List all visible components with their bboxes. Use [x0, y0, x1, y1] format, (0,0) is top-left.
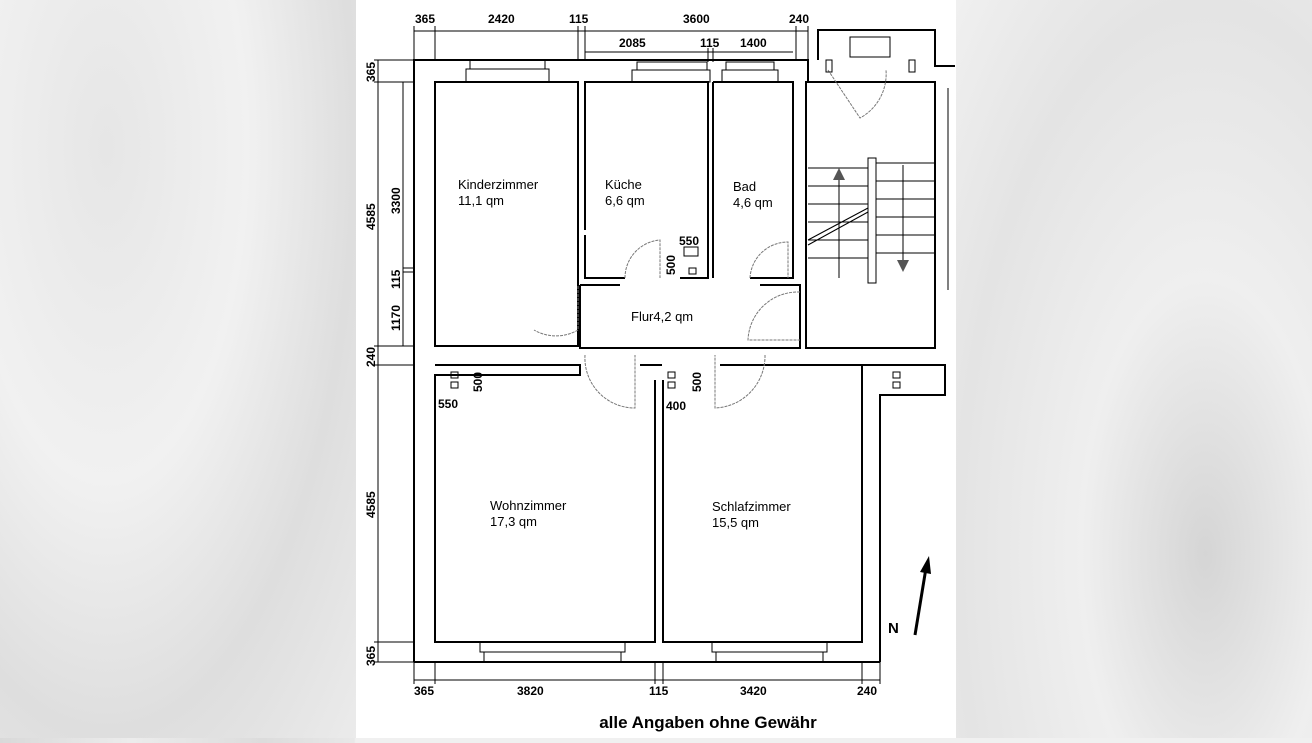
room-area-wohnzimmer: 17,3 qm [490, 514, 537, 529]
arrow-down-icon [897, 260, 909, 272]
dim-left: 4585 [364, 491, 378, 518]
disclaimer: alle Angaben ohne Gewähr [599, 713, 817, 732]
dim-inner: 400 [666, 399, 686, 413]
dim-top: 3600 [683, 12, 710, 26]
room-labels: Kinderzimmer 11,1 qm Küche 6,6 qm Bad 4,… [458, 177, 791, 530]
dim-top: 2085 [619, 36, 646, 50]
north-label: N [888, 620, 899, 637]
north-arrow-icon [913, 556, 931, 636]
room-area-bad: 4,6 qm [733, 195, 773, 210]
dim-bottom: 3420 [740, 684, 767, 698]
floor-plan: 365 2420 115 3600 240 2085 115 1400 365 … [356, 0, 956, 738]
dim-top: 115 [700, 36, 720, 50]
dim-top: 115 [569, 12, 589, 26]
dim-top: 240 [789, 12, 809, 26]
arrow-up-icon [833, 168, 845, 180]
floor-plan-drawing: 365 2420 115 3600 240 2085 115 1400 365 … [364, 12, 955, 732]
room-name-bad: Bad [733, 179, 756, 194]
dim-bottom: 240 [857, 684, 877, 698]
room-area-schlafzimmer: 15,5 qm [712, 515, 759, 530]
dim-inner: 550 [438, 397, 458, 411]
vent-shafts [450, 246, 901, 389]
stairwell [805, 81, 936, 349]
dim-bottom: 115 [649, 684, 669, 698]
dim-left: 365 [364, 646, 378, 666]
walls [413, 29, 955, 663]
staircase [807, 157, 935, 284]
windows [465, 59, 828, 663]
dimension-lines [374, 26, 881, 684]
dim-top: 2420 [488, 12, 515, 26]
dim-top: 365 [415, 12, 435, 26]
dim-bottom: 365 [414, 684, 434, 698]
dim-left-inner: 1170 [389, 305, 403, 331]
room-name-wohnzimmer: Wohnzimmer [490, 498, 567, 513]
dim-top: 1400 [740, 36, 767, 50]
blurred-background-right [956, 0, 1312, 738]
dim-inner: 550 [679, 234, 699, 248]
dim-left: 4585 [364, 203, 378, 230]
room-name-kinderzimmer: Kinderzimmer [458, 177, 539, 192]
doors [533, 59, 916, 409]
window-box [849, 36, 891, 58]
room-name-schlafzimmer: Schlafzimmer [712, 499, 791, 514]
room-area-kueche: 6,6 qm [605, 193, 645, 208]
dimension-labels: 365 2420 115 3600 240 2085 115 1400 365 … [364, 12, 877, 698]
dim-left: 365 [364, 62, 378, 82]
dim-bottom: 3820 [517, 684, 544, 698]
dim-left-inner: 115 [389, 269, 403, 289]
dim-left-inner: 3300 [389, 187, 403, 214]
dim-inner: 500 [664, 255, 678, 275]
room-area-kinderzimmer: 11,1 qm [458, 193, 504, 208]
dim-inner: 500 [690, 372, 704, 392]
dim-inner: 500 [471, 372, 485, 392]
blurred-background-left [0, 0, 356, 738]
room-name-kueche: Küche [605, 177, 642, 192]
kinderzimmer-room [434, 81, 579, 347]
room-name-flur: Flur4,2 qm [631, 309, 693, 324]
dim-left: 240 [364, 347, 378, 367]
